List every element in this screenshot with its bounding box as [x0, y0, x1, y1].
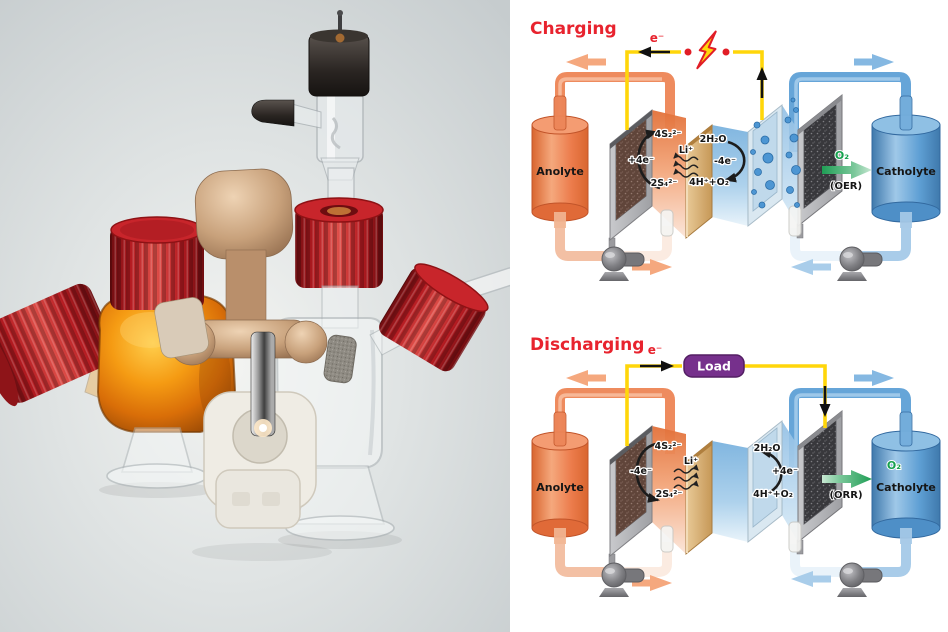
load-box [683, 354, 745, 378]
metal-rod [250, 331, 276, 437]
oxygen-label: O₂ [835, 149, 849, 162]
catholyte-flow-arrow-bottom [791, 259, 831, 275]
load-label: Load [697, 359, 731, 374]
black-stopper [251, 99, 295, 127]
anolyte-flow-arrow-bottom [632, 259, 672, 275]
electrode-pin [338, 14, 342, 40]
anolyte-pump [599, 562, 645, 597]
oxygen-evolution: O₂ (OER) [822, 148, 872, 193]
charging-ion-transport: Li⁺ [673, 144, 699, 178]
anode-electrons: -4e⁻ [630, 466, 652, 477]
anolyte-tank: Anolyte [531, 411, 589, 544]
discharging-anode-reaction: 4S₂²⁻ -4e⁻ 2S₄²⁻ [629, 440, 684, 503]
cathode-product: 2H₂O [754, 443, 781, 454]
electron-arrow-left [638, 46, 651, 58]
discharging-ion-transport: Li⁺ [673, 455, 699, 490]
catholyte-bottom-pipe [862, 214, 911, 261]
catholyte-tank: Catholyte [871, 411, 941, 544]
anolyte-label: Anolyte [536, 165, 584, 178]
red-cap-right-arm [379, 263, 489, 372]
red-cap-left-arm [0, 283, 118, 407]
current-collector [610, 110, 652, 149]
ion-label: Li⁺ [684, 456, 698, 467]
inner-electrode-glass [330, 117, 341, 150]
lightning-icon [696, 30, 717, 70]
anolyte-tank: Anolyte [531, 95, 589, 228]
red-cap-left-chamber [110, 216, 204, 310]
cathode-product: 4H⁺+O₂ [689, 177, 729, 188]
discharging-pipes [555, 388, 911, 577]
charging-panel: Charging Anolyte Catholyt [530, 19, 941, 281]
charging-cathode-reaction: 2H₂O -4e⁻ 4H⁺+O₂ [688, 133, 746, 189]
anode-reactant: 2S₄²⁻ [651, 178, 678, 189]
charging-circuit: e⁻ [625, 30, 768, 130]
catholyte-pump [837, 246, 883, 281]
discharging-panel: Discharging Anolyte Catholyte [530, 335, 941, 597]
catholyte-tank: Catholyte [871, 95, 941, 228]
porous-plug [323, 334, 357, 384]
catholyte-flow-arrow-top [854, 54, 894, 70]
anode-reactant: 4S₂²⁻ [655, 441, 682, 452]
cell-port-right [788, 205, 802, 237]
catholyte-label: Catholyte [876, 481, 936, 494]
glass-foot-left [99, 427, 215, 498]
cathode-reactant: 2H₂O [700, 134, 727, 145]
charging-flow-arrows [566, 54, 894, 275]
cathode-reactant: 4H⁺+O₂ [753, 489, 793, 500]
cathode-electrons: -4e⁻ [714, 156, 736, 167]
discharging-cathode-reaction: 2H₂O +4e⁻ 4H⁺+O₂ [752, 442, 800, 502]
black-cap [308, 10, 370, 97]
red-cap-column [294, 197, 384, 288]
anode-product: 2S₄²⁻ [656, 489, 683, 500]
catholyte-label: Catholyte [876, 165, 936, 178]
oxygen-label: O₂ [887, 459, 901, 472]
glass-foot-right [278, 465, 402, 549]
oxygen-arrow-out [822, 161, 872, 179]
cathode-electrons: +4e⁻ [772, 466, 798, 477]
catholyte-pump [837, 562, 883, 597]
oxygen-bubbles [750, 97, 801, 209]
orr-label: (ORR) [829, 490, 862, 501]
anolyte-flow-arrow-top [566, 54, 606, 70]
electron-label: e⁻ [648, 343, 662, 357]
discharging-title: Discharging [530, 335, 644, 355]
oxygen-arrow-in [822, 470, 872, 488]
anolyte-compartment [652, 110, 686, 238]
electron-arrow-up [756, 67, 768, 80]
discharging-flow-arrows [566, 370, 894, 591]
oxygen-reduction: O₂ (ORR) [822, 458, 902, 502]
electron-arrow-right [661, 360, 674, 372]
air-electrode [797, 409, 843, 544]
air-electrode [797, 93, 843, 228]
anode-electrons: +4e⁻ [628, 155, 654, 166]
anolyte-label: Anolyte [536, 481, 584, 494]
anode-product: 4S₂²⁻ [655, 129, 682, 140]
terminal-dot-right [722, 48, 730, 56]
charging-pipes [555, 72, 911, 261]
charging-cell [608, 93, 843, 253]
anolyte-return-pipe [624, 226, 672, 261]
discharging-circuit: Load e⁻ [625, 343, 831, 446]
catholyte-return-pipe [790, 228, 842, 261]
cell-photo [0, 0, 510, 632]
anolyte-bottom-pipe [555, 214, 604, 261]
electron-arrow-down [819, 404, 831, 417]
anolyte-pump [599, 246, 645, 281]
li-membrane [685, 123, 713, 240]
catholyte-top-pipe [789, 72, 911, 152]
pin-glow [335, 33, 345, 43]
electron-label: e⁻ [650, 31, 664, 45]
cell-port-left [660, 209, 674, 237]
terminal-dot-left [684, 48, 692, 56]
ion-label: Li⁺ [679, 145, 693, 156]
charging-title: Charging [530, 19, 617, 39]
oer-label: (OER) [830, 181, 862, 192]
charging-anode-reaction: 4S₂²⁻ +4e⁻ 2S₄²⁻ [627, 128, 683, 191]
